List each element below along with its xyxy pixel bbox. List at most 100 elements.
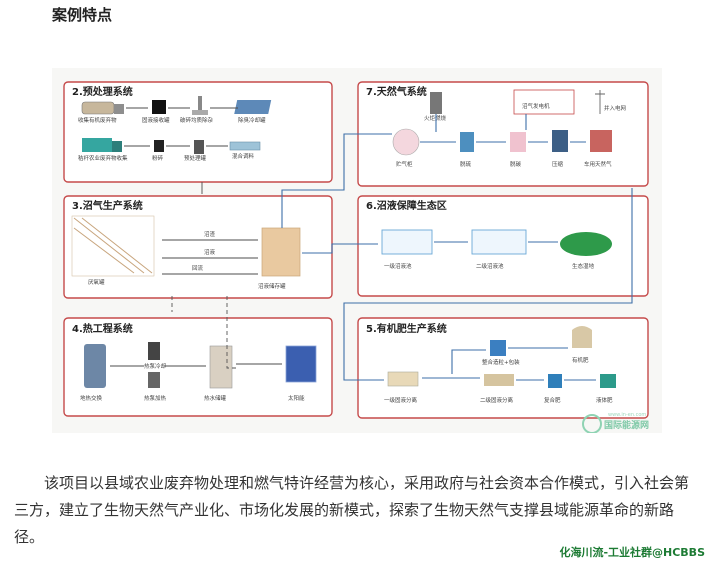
hot-water-tank-icon [209, 345, 233, 389]
panel-ecology-title: 6.沼液保障生态区 [366, 199, 447, 212]
label-geothermal: 地热交换 [80, 394, 103, 402]
mix-tank-icon [229, 141, 261, 151]
label-heatpump-heat: 热泵加热 [144, 394, 167, 402]
granulator-icon [490, 340, 506, 356]
crusher-base-icon [192, 110, 208, 115]
label-residue: 沼渣 [204, 230, 216, 238]
flare-icon [430, 92, 442, 114]
storage-tank-icon [261, 227, 301, 277]
connector-dashed [171, 296, 236, 369]
label-cng: 车用天然气 [584, 160, 612, 168]
geothermal-icon [84, 344, 106, 388]
separator1-icon [387, 371, 419, 387]
decarbon-icon [510, 132, 526, 152]
label-generator: 沼气发电机 [522, 102, 550, 110]
power-pole-icon [595, 90, 605, 114]
label-hotwater: 热水储罐 [204, 394, 227, 402]
generator-box-icon [513, 89, 575, 115]
liquid-fertilizer-icon [600, 374, 616, 388]
wetland-icon [560, 232, 612, 256]
fertilizer-flow [422, 347, 596, 381]
label-storage: 沼液储存罐 [258, 282, 286, 290]
process-flow-diagram: 2.预处理系统 收集有机废弃物 固液接收罐 破碎均质除杂 除臭冷却罐 秸秆农业废… [52, 68, 662, 434]
label-wetland: 生态湿地 [572, 262, 595, 270]
panel-biogas: 3.沼气生产系统 厌氧罐 沼渣 沼液 回流 沼液储存罐 [63, 195, 333, 299]
label-straw: 秸秆农业废弃物收集 [78, 154, 128, 162]
label-sep2: 二级固液分离 [480, 396, 514, 404]
connector-biogas-gas [281, 133, 392, 228]
anaerobic-digester-icon [73, 217, 153, 274]
label-decarbon: 脱碳 [510, 160, 522, 168]
body-paragraph: 该项目以县域农业废弃物处理和燃气特许经营为核心，采用政府与社会资本合作模式，引入… [14, 474, 690, 546]
label-liquid-fert: 液体肥 [596, 396, 613, 404]
pond2-icon [471, 229, 527, 255]
separator2-icon [484, 374, 514, 386]
label-organic: 有机肥 [572, 356, 589, 364]
pretreatment-flow [124, 107, 238, 147]
connector-biogas-ecology [302, 243, 378, 254]
label-grid: 并入电网 [604, 104, 627, 112]
panel-thermal: 4.热工程系统 地热交换 热泵冷却 热泵加热 热水储罐 太阳能 [63, 317, 333, 417]
label-liquid: 沼液 [204, 248, 216, 256]
watermark-url: www.in-en.com [608, 412, 646, 418]
cng-icon [590, 130, 612, 152]
label-return: 回流 [192, 264, 204, 272]
deodor-tank-icon [234, 100, 272, 114]
diagram-svg: 2.预处理系统 收集有机废弃物 固液接收罐 破碎均质除杂 除臭冷却罐 秸秆农业废… [52, 68, 662, 434]
panel-pretreatment: 2.预处理系统 收集有机废弃物 固液接收罐 破碎均质除杂 除臭冷却罐 秸秆农业废… [63, 81, 333, 183]
label-digester: 厌氧罐 [88, 278, 105, 286]
label-shred: 粉碎 [152, 154, 164, 162]
receiving-tank-icon [152, 100, 166, 114]
label-compound: 复合肥 [544, 396, 561, 404]
source-credit: 化海川流-工业社群@HCBBS [559, 546, 705, 559]
connector-fertilizer [343, 188, 633, 381]
straw-truck-icon [82, 138, 112, 152]
panel-fertilizer: 5.有机肥生产系统 一级固液分离 整合造粒+包装 二级固液分离 有机肥 复合肥 … [357, 317, 649, 419]
thermal-flow [110, 363, 282, 367]
label-collect-waste: 收集有机废弃物 [78, 116, 117, 124]
heatpump-heat-icon [148, 372, 160, 388]
heatpump-cool-icon [148, 342, 160, 360]
panel-gas: 7.天然气系统 火炬燃烧 沼气发电机 并入电网 贮气柜 脱硫 脱碳 压缩 车用天… [357, 81, 649, 187]
panel-gas-title: 7.天然气系统 [366, 85, 427, 98]
section-heading: 案例特点 [52, 6, 113, 24]
label-crush: 破碎均质除杂 [180, 116, 214, 124]
label-flare: 火炬燃烧 [424, 114, 447, 122]
watermark-text: 国际能源网 [604, 419, 649, 431]
truck-cab-icon [114, 104, 124, 114]
gas-flow [420, 114, 586, 143]
crusher-icon [198, 96, 202, 114]
label-deodor: 除臭冷却罐 [238, 116, 266, 124]
pond1-icon [381, 229, 433, 255]
label-sep1: 一级固液分离 [384, 396, 418, 404]
compound-icon [548, 374, 562, 388]
label-pretank: 预处理罐 [184, 154, 207, 162]
label-granulate: 整合造粒+包装 [482, 358, 520, 366]
panel-thermal-border [63, 317, 333, 417]
panel-ecology: 6.沼液保障生态区 一级沼液池 二级沼液池 生态湿地 [357, 195, 649, 297]
label-pond1: 一级沼液池 [384, 262, 412, 270]
label-mix: 混合调料 [232, 152, 255, 160]
biogas-flow [162, 239, 258, 275]
panel-thermal-title: 4.热工程系统 [72, 322, 133, 335]
desulfur-icon [460, 132, 474, 152]
compressor-icon [552, 130, 568, 152]
digester-frame [71, 215, 155, 277]
label-receiving-tank: 固液接收罐 [142, 116, 170, 124]
label-compress: 压缩 [552, 160, 564, 168]
panel-biogas-title: 3.沼气生产系统 [72, 199, 143, 212]
shredder-icon [154, 140, 164, 152]
label-heatpump-cool: 热泵冷却 [144, 362, 167, 370]
waste-truck-icon [81, 101, 115, 115]
organic-fertilizer-bag-icon [572, 326, 592, 348]
label-solar: 太阳能 [288, 394, 305, 402]
straw-truck-cab-icon [112, 141, 122, 152]
label-holder: 贮气柜 [396, 160, 413, 168]
solar-panel-icon [285, 345, 317, 383]
label-pond2: 二级沼液池 [476, 262, 504, 270]
panel-fertilizer-title: 5.有机肥生产系统 [366, 322, 447, 335]
gas-holder-icon [392, 128, 420, 156]
pretank-icon [194, 140, 204, 154]
panel-pretreatment-title: 2.预处理系统 [72, 85, 133, 98]
label-desulfur: 脱硫 [460, 160, 472, 168]
